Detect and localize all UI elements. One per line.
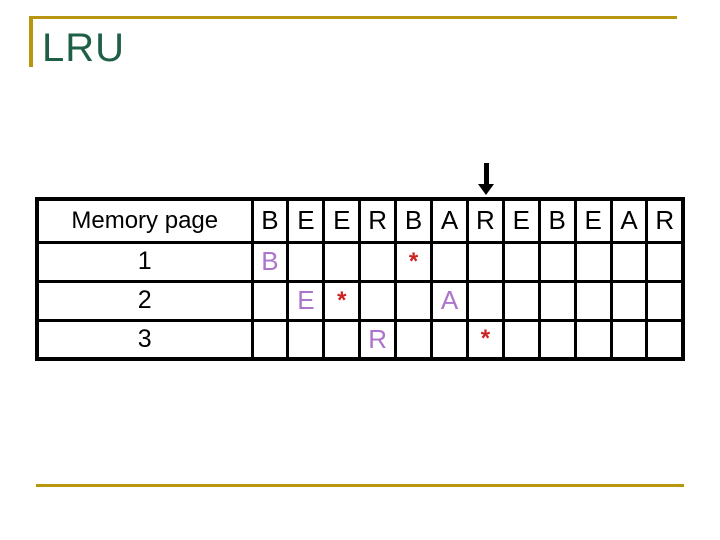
reference-letter-cell: B bbox=[537, 197, 577, 244]
page-frame-label: 1 bbox=[35, 240, 254, 283]
empty-cell bbox=[537, 240, 577, 283]
reference-letter-cell: E bbox=[573, 197, 613, 244]
empty-cell bbox=[430, 318, 469, 361]
top-border-line bbox=[30, 16, 677, 19]
empty-cell bbox=[573, 318, 613, 361]
empty-cell bbox=[394, 279, 434, 322]
empty-cell bbox=[573, 240, 613, 283]
hit-marker-cell: * bbox=[465, 318, 505, 361]
reference-letter-cell: A bbox=[430, 197, 469, 244]
page-load-cell: A bbox=[430, 279, 469, 322]
reference-letter-cell: R bbox=[358, 197, 398, 244]
empty-cell bbox=[501, 240, 541, 283]
empty-cell bbox=[358, 279, 398, 322]
empty-cell bbox=[250, 318, 290, 361]
empty-cell bbox=[501, 318, 541, 361]
page-load-cell: B bbox=[250, 240, 290, 283]
empty-cell bbox=[609, 318, 649, 361]
reference-letter-cell: B bbox=[250, 197, 290, 244]
empty-cell bbox=[609, 279, 649, 322]
bottom-border-line bbox=[36, 484, 684, 487]
memory-page-header: Memory page bbox=[35, 197, 254, 244]
down-arrow-head bbox=[478, 184, 494, 195]
empty-cell bbox=[465, 279, 505, 322]
page-load-cell: R bbox=[358, 318, 398, 361]
empty-cell bbox=[250, 279, 290, 322]
page-load-cell: E bbox=[286, 279, 326, 322]
empty-cell bbox=[609, 240, 649, 283]
empty-cell bbox=[537, 318, 577, 361]
empty-cell bbox=[430, 240, 469, 283]
empty-cell bbox=[358, 240, 398, 283]
empty-cell bbox=[394, 318, 434, 361]
empty-cell bbox=[322, 240, 362, 283]
reference-letter-cell: E bbox=[501, 197, 541, 244]
page-title: LRU bbox=[42, 26, 126, 70]
empty-cell bbox=[645, 318, 685, 361]
page-frame-label: 3 bbox=[35, 318, 254, 361]
empty-cell bbox=[537, 279, 577, 322]
reference-letter-cell: R bbox=[645, 197, 685, 244]
down-arrow-shaft bbox=[484, 163, 489, 185]
hit-marker-cell: * bbox=[394, 240, 434, 283]
reference-letter-cell: E bbox=[322, 197, 362, 244]
reference-letter-cell: R bbox=[465, 197, 505, 244]
empty-cell bbox=[645, 240, 685, 283]
page-frame-label: 2 bbox=[35, 279, 254, 322]
empty-cell bbox=[645, 279, 685, 322]
empty-cell bbox=[573, 279, 613, 322]
title-accent-bar bbox=[29, 16, 33, 67]
empty-cell bbox=[286, 240, 326, 283]
hit-marker-cell: * bbox=[322, 279, 362, 322]
reference-letter-cell: A bbox=[609, 197, 649, 244]
reference-letter-cell: E bbox=[286, 197, 326, 244]
down-arrow-icon bbox=[478, 163, 495, 196]
empty-cell bbox=[465, 240, 505, 283]
table-row: 3 R * bbox=[35, 318, 685, 361]
empty-cell bbox=[322, 318, 362, 361]
reference-letter-cell: B bbox=[394, 197, 434, 244]
empty-cell bbox=[501, 279, 541, 322]
empty-cell bbox=[286, 318, 326, 361]
